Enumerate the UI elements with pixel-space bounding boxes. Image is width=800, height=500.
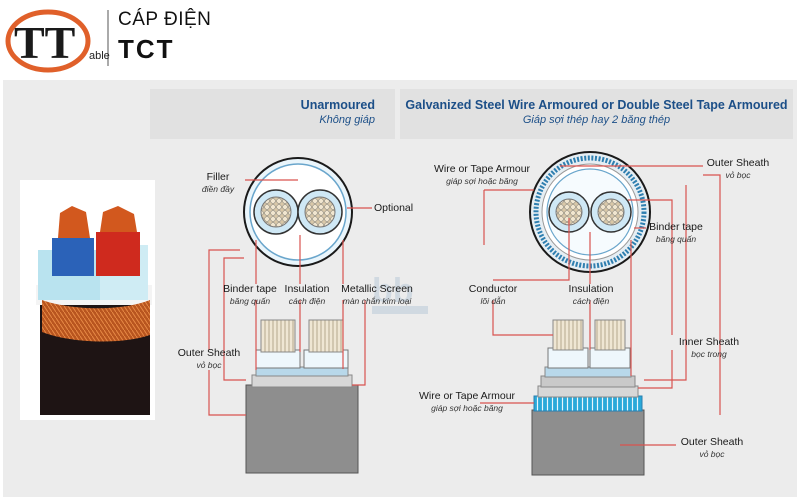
svg-text:bb: bb bbox=[372, 272, 414, 310]
brand-line1: CÁP ĐIỆN bbox=[118, 9, 212, 30]
cable-photo-icon bbox=[20, 180, 155, 420]
unarmoured-title: Unarmoured bbox=[300, 98, 375, 112]
svg-text:TT: TT bbox=[14, 17, 75, 68]
header-unarmoured: Unarmoured Không giáp bbox=[150, 89, 395, 139]
unarmoured-cross-section bbox=[243, 157, 353, 267]
label-optional: Optional bbox=[374, 202, 414, 214]
header-armoured: Galvanized Steel Wire Armoured or Double… bbox=[400, 89, 793, 139]
tt-cable-logo-icon: TT bbox=[5, 9, 109, 73]
leader-lines bbox=[208, 165, 721, 446]
unarmoured-longitudinal bbox=[245, 319, 359, 474]
brand-logo: TT able CÁP ĐIỆN TCT bbox=[0, 0, 800, 78]
logo-small-text: able bbox=[89, 50, 110, 62]
armoured-subtitle: Giáp sợi thép hay 2 băng thép bbox=[522, 114, 671, 126]
armoured-title: Galvanized Steel Wire Armoured or Double… bbox=[405, 98, 788, 112]
brand-line2: TCT bbox=[118, 34, 175, 64]
watermark-icon: bb bbox=[372, 272, 428, 314]
unarmoured-subtitle: Không giáp bbox=[319, 114, 375, 126]
armoured-longitudinal bbox=[531, 319, 645, 476]
